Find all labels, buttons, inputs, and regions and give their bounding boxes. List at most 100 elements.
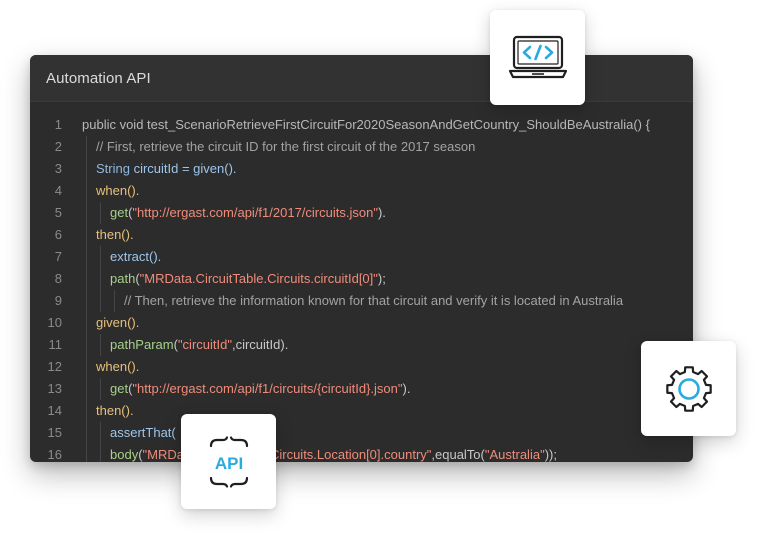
code-text: assertThat(: [82, 422, 176, 444]
code-line: 16 body("MRData.CircuitTable.Circuits.Loc…: [30, 444, 693, 462]
indent-guide: [86, 356, 87, 378]
indent-guide: [86, 334, 87, 356]
indent-guide: [86, 158, 87, 180]
code-text: get("http://ergast.com/api/f1/circuits/{…: [82, 378, 410, 400]
line-number: 14: [47, 403, 62, 418]
indent-guide: [86, 422, 87, 444]
indent-guide: [114, 290, 115, 312]
code-text: // First, retrieve the circuit ID for th…: [82, 136, 475, 158]
code-text: then().: [82, 400, 134, 422]
code-text: pathParam("circuitId",circuitId).: [82, 334, 288, 356]
line-number: 10: [47, 315, 62, 330]
line-number: 1: [54, 117, 62, 132]
code-line: 7 extract().: [30, 246, 693, 268]
editor-title: Automation API: [46, 69, 151, 87]
code-line: 2 // First, retrieve the circuit ID for t…: [30, 136, 693, 158]
code-token: then().: [96, 403, 134, 418]
code-token: get: [110, 381, 129, 396]
code-line: 5 get("http://ergast.com/api/f1/2017/circ…: [30, 202, 693, 224]
indent-guide: [100, 378, 101, 400]
code-token: "Australia": [484, 447, 545, 462]
code-token: ).: [402, 381, 411, 396]
line-number: 6: [54, 227, 62, 242]
line-number: 3: [54, 161, 62, 176]
code-token: get: [110, 205, 129, 220]
line-number: 13: [47, 381, 62, 396]
code-text: when().: [82, 356, 139, 378]
indent-guide: [86, 268, 87, 290]
code-token: (: [128, 381, 133, 396]
code-line: 15 assertThat(: [30, 422, 693, 444]
indent-guide: [86, 136, 87, 158]
line-number: 5: [54, 205, 62, 220]
line-number: 2: [54, 139, 62, 154]
code-text: extract().: [82, 246, 161, 268]
code-token: (: [138, 447, 143, 462]
code-editor-window: Automation API 1 public void test_Scenari…: [30, 55, 693, 462]
code-token: path: [110, 271, 136, 286]
code-line: 14 then().: [30, 400, 693, 422]
indent-guide: [86, 378, 87, 400]
code-line: 11 pathParam("circuitId",circuitId).: [30, 334, 693, 356]
indent-guide: [86, 400, 87, 422]
line-number: 16: [47, 447, 62, 462]
editor-header: Automation API: [30, 55, 693, 102]
line-number: 4: [54, 183, 62, 198]
indent-guide: [100, 444, 101, 462]
code-token: "http://ergast.com/api/f1/2017/circuits.…: [132, 205, 378, 220]
laptop-code-icon: [508, 35, 568, 81]
line-number: 9: [54, 293, 62, 308]
gear-icon: [664, 364, 714, 414]
indent-guide: [86, 180, 87, 202]
code-token: "circuitId": [177, 337, 232, 352]
code-token: extract().: [110, 249, 162, 264]
indent-guide: [86, 202, 87, 224]
indent-guide: [100, 202, 101, 224]
code-token: "http://ergast.com/api/f1/circuits/{circ…: [132, 381, 403, 396]
code-token: // Then, retrieve the information known …: [124, 293, 624, 308]
code-token: body: [110, 447, 139, 462]
indent-guide: [86, 290, 87, 312]
code-text: get("http://ergast.com/api/f1/2017/circu…: [82, 202, 386, 224]
line-number: 8: [54, 271, 62, 286]
code-token: (: [173, 337, 178, 352]
code-token: String: [96, 161, 134, 176]
code-text: when().: [82, 180, 139, 202]
api-braces-icon: API: [207, 435, 251, 488]
code-token: "MRData.CircuitTable.Circuits.circuitId[…: [139, 271, 378, 286]
code-line: 9 // Then, retrieve the information known…: [30, 290, 693, 312]
api-label: API: [214, 454, 242, 473]
code-token: public void test_ScenarioRetrieveFirstCi…: [82, 117, 650, 132]
code-line: 13 get("http://ergast.com/api/f1/circuits…: [30, 378, 693, 400]
code-token: ));: [544, 447, 557, 462]
code-body: 1 public void test_ScenarioRetrieveFirstC…: [30, 114, 693, 462]
laptop-code-card: [490, 10, 585, 105]
api-card: API: [181, 414, 276, 509]
code-text: path("MRData.CircuitTable.Circuits.circu…: [82, 268, 386, 290]
line-number: 7: [54, 249, 62, 264]
code-text: public void test_ScenarioRetrieveFirstCi…: [82, 114, 650, 136]
code-text: String circuitId = given().: [82, 158, 237, 180]
code-line: 8 path("MRData.CircuitTable.Circuits.circ…: [30, 268, 693, 290]
code-token: when().: [96, 359, 140, 374]
line-number: 11: [48, 337, 63, 352]
code-token: (: [135, 271, 140, 286]
code-line: 6 then().: [30, 224, 693, 246]
line-number: 15: [47, 425, 62, 440]
code-token: );: [377, 271, 386, 286]
code-token: circuitId = given().: [133, 161, 237, 176]
code-text: body("MRData.CircuitTable.Circuits.Locat…: [82, 444, 557, 462]
indent-guide: [86, 246, 87, 268]
code-token: given().: [96, 315, 140, 330]
code-text: then().: [82, 224, 134, 246]
code-token: (: [128, 205, 133, 220]
code-token: ).: [377, 205, 386, 220]
code-token: // First, retrieve the circuit ID for th…: [96, 139, 476, 154]
code-text: given().: [82, 312, 139, 334]
code-token: ,equalTo(: [431, 447, 485, 462]
gear-card: [641, 341, 736, 436]
indent-guide: [100, 334, 101, 356]
code-text: // Then, retrieve the information known …: [82, 290, 623, 312]
